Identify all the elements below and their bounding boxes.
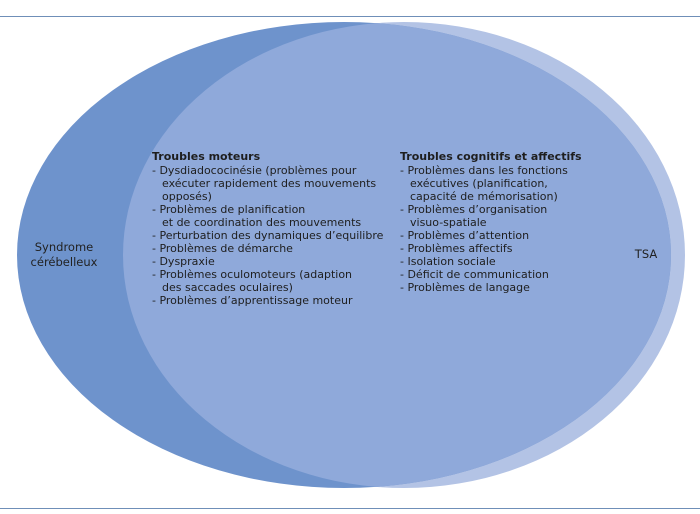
list-item: - Problèmes d’attention bbox=[400, 229, 530, 242]
motor-disorders-list: - Dysdiadococinésie (problèmes pour exéc… bbox=[152, 164, 402, 307]
right-set-label: TSA bbox=[634, 247, 658, 261]
top-rule bbox=[0, 16, 700, 17]
list-item: - Problèmes dans les fonctions exécutive… bbox=[400, 164, 568, 203]
motor-disorders-title: Troubles moteurs bbox=[152, 150, 261, 163]
list-item: - Isolation sociale bbox=[400, 255, 496, 268]
overlap-region bbox=[123, 22, 671, 488]
cognitive-affective-list: - Problèmes dans les fonctions exécutive… bbox=[400, 164, 612, 294]
list-item: - Déficit de communication bbox=[400, 268, 549, 281]
list-item: - Problèmes d’organisation visuo-spatial… bbox=[400, 203, 548, 229]
bottom-rule bbox=[0, 508, 700, 509]
cognitive-affective-group: Troubles cognitifs et affectifs - Problè… bbox=[400, 150, 612, 294]
list-item: - Dysdiadococinésie (problèmes pour exéc… bbox=[152, 164, 377, 203]
list-item: - Problèmes de planification et de coord… bbox=[152, 203, 362, 229]
cognitive-affective-title: Troubles cognitifs et affectifs bbox=[400, 150, 582, 163]
list-item: - Perturbation des dynamiques d’equilibr… bbox=[152, 229, 384, 242]
list-item: - Problèmes de démarche bbox=[152, 242, 293, 255]
list-item: - Dyspraxie bbox=[152, 255, 215, 268]
motor-disorders-group: Troubles moteurs - Dysdiadococinésie (pr… bbox=[152, 150, 402, 307]
list-item: - Problèmes oculomoteurs (adaption des s… bbox=[152, 268, 353, 294]
list-item: - Problèmes affectifs bbox=[400, 242, 513, 255]
left-set-label: Syndrome cérébelleux bbox=[30, 240, 98, 269]
list-item: - Problèmes de langage bbox=[400, 281, 530, 294]
list-item: - Problèmes d’apprentissage moteur bbox=[152, 294, 353, 307]
